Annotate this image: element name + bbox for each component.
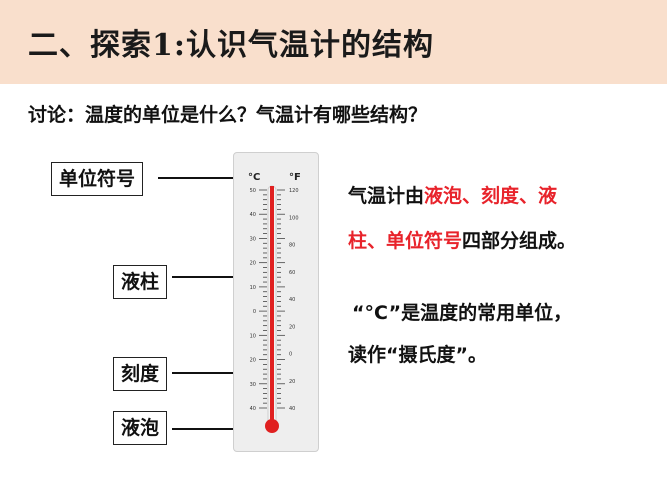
thermometer-liquid-column	[270, 186, 274, 426]
fahrenheit-tick-label: 120	[289, 188, 299, 194]
celsius-tick-label: 40	[250, 406, 256, 412]
unit-celsius-label: °C	[248, 172, 261, 183]
unit-paragraph-line1: “°C”是温度的常用单位，	[352, 302, 573, 324]
paragraph1-highlight-2: 柱、单位符号	[348, 230, 463, 252]
fahrenheit-tick-label: 20	[289, 324, 295, 330]
label-bulb: 液泡	[113, 411, 168, 445]
structure-paragraph: 气温计由液泡、刻度、液 柱、单位符号四部分组成。	[348, 182, 648, 255]
celsius-tick-label: 40	[250, 212, 256, 218]
fahrenheit-tick-label: 20	[289, 379, 295, 385]
fahrenheit-tick-label: 100	[289, 215, 299, 221]
leader-line-liquid-column	[172, 276, 269, 278]
celsius-scale: 50 40 30 20 10 0 10 20 30 40	[250, 188, 267, 412]
unit-paragraph: “°C”是温度的常用单位， 读作“摄氏度”。	[348, 299, 652, 369]
celsius-tick-label: 0	[253, 309, 256, 315]
celsius-tick-label: 30	[250, 236, 256, 242]
celsius-tick-label: 10	[250, 333, 256, 339]
title-bar: 二、探索1:认识气温计的结构	[0, 0, 667, 84]
celsius-tick-label: 30	[250, 382, 256, 388]
fahrenheit-scale: 120 100 80 60 40 20 0 20 40	[277, 188, 299, 412]
leader-line-bulb	[172, 428, 264, 430]
fahrenheit-tick-label: 40	[289, 297, 295, 303]
paragraph1-prefix: 气温计由	[348, 185, 425, 207]
leader-line-scale	[172, 372, 256, 374]
celsius-tick-label: 10	[250, 285, 256, 291]
label-unit-symbol: 单位符号	[51, 162, 144, 196]
fahrenheit-tick-label: 80	[289, 243, 295, 249]
celsius-tick-label: 20	[250, 358, 256, 364]
fahrenheit-tick-label: 0	[289, 352, 292, 358]
label-liquid-column: 液柱	[113, 265, 168, 299]
page-title: 二、探索1:认识气温计的结构	[28, 28, 434, 63]
celsius-tick-label: 20	[250, 261, 256, 267]
fahrenheit-tick-label: 40	[289, 406, 295, 412]
thermometer-bulb	[265, 419, 279, 433]
unit-paragraph-line2: 读作“摄氏度”。	[348, 344, 487, 366]
leader-line-unit-symbol	[158, 177, 242, 179]
unit-fahrenheit-label: °F	[289, 172, 301, 183]
fahrenheit-tick-label: 60	[289, 270, 295, 276]
paragraph1-suffix: 四部分组成。	[462, 230, 577, 252]
discussion-question: 讨论：温度的单位是什么？气温计有哪些结构？	[28, 104, 428, 126]
paragraph1-highlight-1: 液泡、刻度、液	[424, 185, 558, 207]
celsius-tick-label: 50	[250, 188, 256, 194]
label-scale: 刻度	[113, 357, 168, 391]
